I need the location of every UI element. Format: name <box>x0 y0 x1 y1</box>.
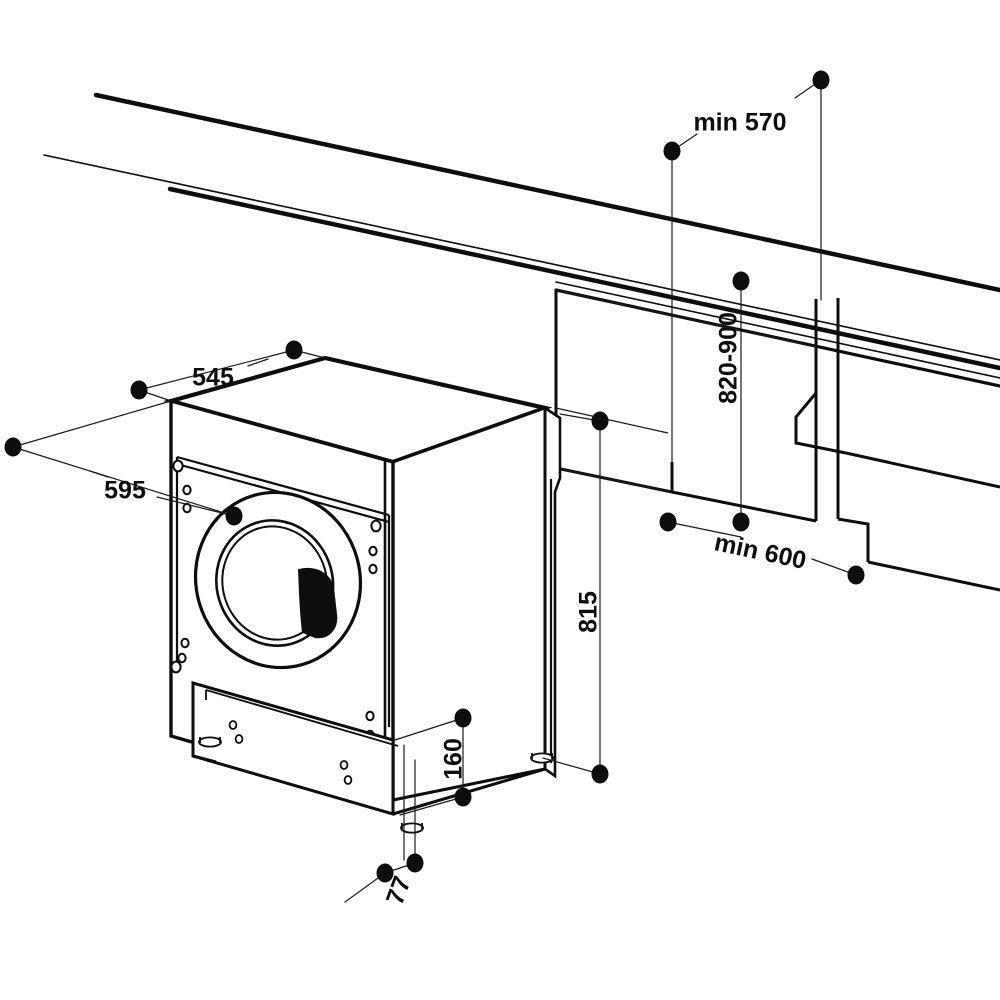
leader-595-label-tick <box>89 470 109 478</box>
dimension-label-595: 595 <box>104 477 146 505</box>
marker-77-right <box>406 853 424 873</box>
worktop-front-edge <box>167 186 1000 371</box>
door-handle-shape[interactable] <box>298 568 338 639</box>
base-top-inset-line <box>205 689 399 747</box>
screw-hole <box>172 459 184 473</box>
machine-right-side-face <box>391 405 547 802</box>
marker-545-right <box>285 340 303 360</box>
leader-595-line <box>12 446 235 517</box>
dimension-label-min-600: min 600 <box>712 528 809 575</box>
cabinet-construction-lines <box>555 289 817 493</box>
dimension-label-160: 160 <box>440 738 468 780</box>
wall-top-edge <box>93 92 1000 293</box>
screw-hole <box>368 563 378 575</box>
marker-595-right <box>225 506 243 526</box>
cabinet-plinth-step <box>837 517 870 562</box>
marker-160-top <box>454 708 472 728</box>
leader-160-bottom-pointer <box>399 796 464 816</box>
cabinet-door-panel-details <box>544 407 561 763</box>
dimension-markers <box>4 70 865 883</box>
bottom-left-corner <box>192 754 217 764</box>
screw-hole <box>234 734 244 744</box>
leader-815-bottom-pointer <box>542 757 601 775</box>
marker-820900-top <box>732 271 750 291</box>
wall-and-worktop-lines <box>43 92 1000 388</box>
screw-hole <box>339 760 349 770</box>
machine-feet <box>198 736 554 834</box>
marker-min570-right <box>812 70 830 90</box>
screw-hole <box>170 660 182 674</box>
cabinet-interior-diagonal-upper <box>555 289 817 348</box>
marker-815-top <box>591 411 609 431</box>
machine-right-side-fill <box>391 405 547 802</box>
marker-820900-bottom <box>732 512 750 532</box>
leader-595-pointer <box>156 496 235 517</box>
wall-thin-line-upper <box>43 154 1000 361</box>
machine-base-screw-holes <box>228 720 353 785</box>
marker-595-left <box>4 437 22 457</box>
machine-front-panel-edges <box>175 455 391 727</box>
foot-front-left <box>198 736 222 748</box>
marker-min570-left <box>663 141 681 161</box>
dimension-label-815: 815 <box>575 591 603 633</box>
plinth-floor-line <box>867 560 1000 592</box>
marker-815-bottom <box>591 764 609 784</box>
foot-front-left-stem <box>199 737 221 743</box>
screw-hole <box>343 775 353 785</box>
marker-160-bottom <box>454 787 472 807</box>
screw-hole <box>228 720 238 730</box>
marker-min600-right <box>847 565 865 585</box>
screw-hole <box>370 519 382 533</box>
foot-front-right <box>400 822 424 834</box>
marker-min600-left <box>659 512 677 532</box>
niche-floor-line <box>671 490 817 523</box>
cabinet-depth-diagonal <box>555 407 669 434</box>
dimension-label-545: 545 <box>192 364 234 392</box>
machine-door-handle[interactable] <box>298 568 338 639</box>
marker-77-left <box>376 863 394 883</box>
screw-hole <box>365 710 375 722</box>
screw-hole <box>180 637 190 649</box>
foot-rear-right-stem <box>531 753 553 759</box>
cabinet-lower-baseline <box>845 451 1000 489</box>
foot-front-right-stem <box>401 823 423 829</box>
door-panel-top-edge <box>544 407 561 419</box>
leader-545-line <box>138 349 295 391</box>
leader-595-left-long <box>12 400 172 448</box>
niche-bottom-step <box>555 462 674 494</box>
dimension-label-820-900: 820-900 <box>715 312 743 404</box>
screw-hole <box>368 545 378 557</box>
leader-min600-left <box>667 521 742 538</box>
screw-hole <box>182 484 192 496</box>
machine-front-screw-holes-left <box>170 459 192 674</box>
leader-160-top-pointer <box>394 717 464 741</box>
dimension-label-min-570: min 570 <box>693 109 786 137</box>
machine-base-details <box>205 689 399 747</box>
cabinet-interior-diagonal-lower <box>555 467 673 493</box>
door-panel-outline <box>543 405 562 779</box>
leader-545-label-tick <box>247 358 269 367</box>
worktop-under-line <box>555 281 1000 379</box>
front-panel-top-inset-2 <box>176 455 390 517</box>
foot-rear-right <box>530 752 554 764</box>
cabinet-door-panel <box>543 405 562 779</box>
marker-545-left <box>130 380 148 400</box>
cabinet-side-panel-profile <box>794 299 847 455</box>
screw-hole <box>177 652 187 664</box>
